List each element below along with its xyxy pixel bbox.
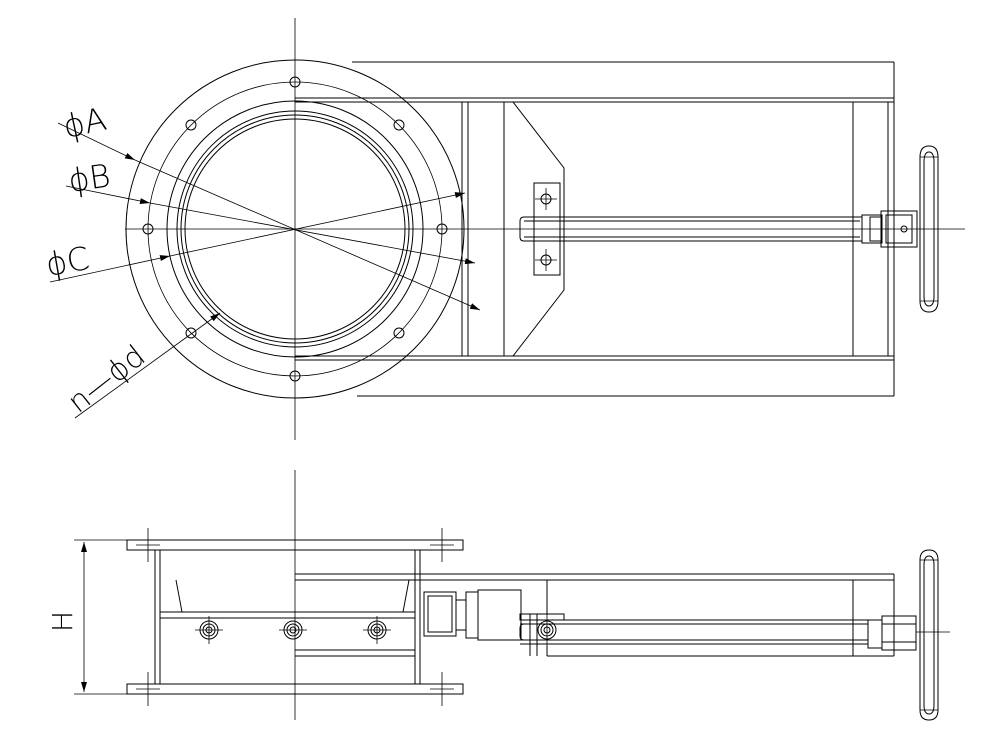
flange-outer-circle bbox=[125, 59, 465, 399]
dimension-leaders bbox=[49, 122, 481, 419]
leader-a bbox=[57, 122, 136, 161]
label-dia-b: ϕB bbox=[66, 156, 113, 199]
gate-housing bbox=[295, 61, 895, 397]
bolt-hole bbox=[142, 223, 154, 235]
bolt-hole bbox=[185, 327, 197, 339]
label-height: H bbox=[46, 611, 79, 632]
handwheel-side[interactable] bbox=[919, 549, 939, 721]
top-view: ϕA ϕB ϕC n—ϕd bbox=[43, 18, 965, 440]
bottom-flange bbox=[126, 683, 464, 695]
bore-outer-circle bbox=[176, 110, 414, 348]
label-dia-a: ϕA bbox=[60, 100, 110, 146]
side-housing bbox=[295, 573, 895, 657]
leader-c bbox=[49, 255, 171, 283]
stem-nut bbox=[861, 210, 918, 248]
bolt-hole bbox=[289, 76, 301, 88]
bolt-hole bbox=[393, 119, 405, 131]
bolt-hole bbox=[393, 327, 405, 339]
bolt-hole bbox=[436, 223, 448, 235]
side-view: H bbox=[46, 470, 950, 721]
leader-b bbox=[65, 185, 151, 204]
label-holes: n—ϕd bbox=[61, 339, 152, 421]
packing-bolts bbox=[195, 616, 391, 644]
bolt-hole bbox=[185, 119, 197, 131]
gate-carrier bbox=[423, 589, 522, 641]
bolt-hole bbox=[289, 370, 301, 382]
leader-b-extension bbox=[149, 202, 476, 265]
side-stem-nut bbox=[867, 615, 950, 651]
valve-stem bbox=[519, 216, 863, 242]
bolt-circle bbox=[147, 81, 443, 377]
flange-bolts bbox=[136, 528, 454, 706]
label-dia-c: ϕC bbox=[43, 239, 92, 284]
leader-holes bbox=[74, 312, 221, 419]
bore-mid-circle bbox=[180, 114, 410, 344]
height-dimension bbox=[74, 539, 127, 695]
side-stem bbox=[519, 613, 868, 656]
flange-inner-circle bbox=[166, 100, 424, 358]
leader-c-extension bbox=[169, 192, 466, 257]
clevis-bracket bbox=[533, 182, 561, 276]
handwheel-top[interactable] bbox=[919, 145, 939, 313]
top-flange bbox=[126, 539, 464, 551]
bolt-holes bbox=[142, 76, 448, 382]
bore-circle bbox=[184, 118, 406, 340]
leader-a-extension bbox=[134, 159, 481, 311]
gate-plate bbox=[503, 101, 565, 357]
